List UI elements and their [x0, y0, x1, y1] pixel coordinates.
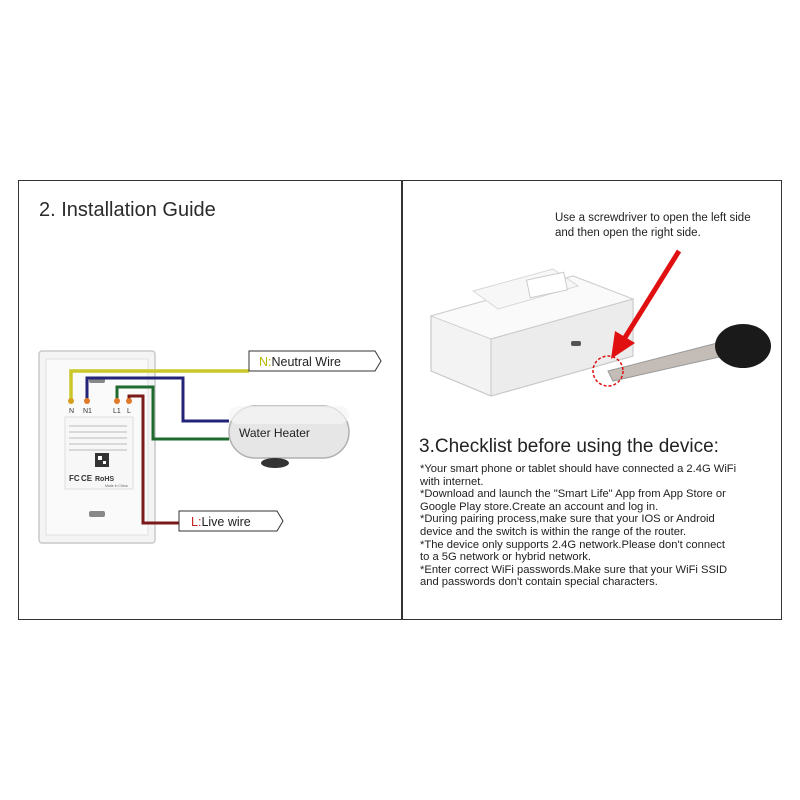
installation-title: 2. Installation Guide: [39, 199, 216, 221]
terminal-n1: N1: [83, 408, 92, 415]
module-sticker: [525, 271, 569, 299]
svg-text:N:Neutral Wire: N:Neutral Wire: [259, 355, 341, 369]
neutral-label: Neutral Wire: [272, 355, 342, 369]
checklist-title: 3.Checklist before using the device:: [419, 436, 719, 457]
water-heater-label: Water Heater: [239, 426, 310, 440]
checklist-item: *Your smart phone or tablet should have …: [420, 463, 737, 488]
checklist-item: *Download and launch the "Smart Life" Ap…: [420, 488, 726, 513]
terminal-l1: L1: [113, 408, 121, 415]
blue-wire: [85, 376, 229, 423]
rohs-mark: RoHS: [95, 476, 114, 483]
opening-illustration: [429, 249, 771, 397]
checklist: *Your smart phone or tablet should have …: [420, 463, 772, 589]
live-label: Live wire: [201, 515, 250, 529]
checklist-item: *The device only supports 2.4G network.P…: [420, 538, 725, 564]
checklist-item: *During pairing process,make sure that y…: [420, 513, 715, 538]
live-wire-callout: L:Live wire: [178, 510, 284, 532]
highlight-circle: [592, 355, 624, 387]
live-wire: [127, 394, 179, 525]
neutral-prefix: N:: [259, 355, 272, 369]
instruction-frame: 2. Installation Guide FC CE Ro: [18, 180, 782, 620]
module-slot: [571, 341, 581, 346]
opening-panel: Use a screwdriver to open the left side …: [403, 181, 781, 619]
wiring-diagram: FC CE RoHS Made in China N N1 L1 L: [38, 350, 382, 544]
live-prefix: L:: [191, 515, 201, 529]
installation-panel: 2. Installation Guide FC CE Ro: [19, 181, 401, 619]
ce-mark: CE: [81, 474, 93, 483]
screwdriver-icon: [607, 324, 771, 382]
red-arrow-icon: [611, 249, 682, 359]
green-wire: [115, 385, 229, 441]
switch-slot-bottom: [89, 511, 105, 517]
fc-mark: FC: [69, 474, 80, 483]
smart-switch: FC CE RoHS Made in China N N1 L1 L: [38, 350, 156, 544]
checklist-item: *Enter correct WiFi passwords.Make sure …: [420, 563, 728, 589]
switch-module: [429, 268, 635, 397]
svg-text:L:Live wire: L:Live wire: [191, 515, 251, 529]
terminal-l: L: [127, 408, 131, 415]
heater-base-icon: [261, 458, 289, 468]
water-heater: Water Heater: [228, 405, 350, 468]
terminal-n: N: [69, 408, 74, 415]
neutral-wire: [69, 369, 249, 401]
made-in-label: Made in China: [105, 484, 128, 488]
screwdriver-callout: Use a screwdriver to open the left side …: [555, 212, 751, 239]
panel-divider: [401, 181, 403, 619]
neutral-wire-callout: N:Neutral Wire: [248, 350, 382, 372]
